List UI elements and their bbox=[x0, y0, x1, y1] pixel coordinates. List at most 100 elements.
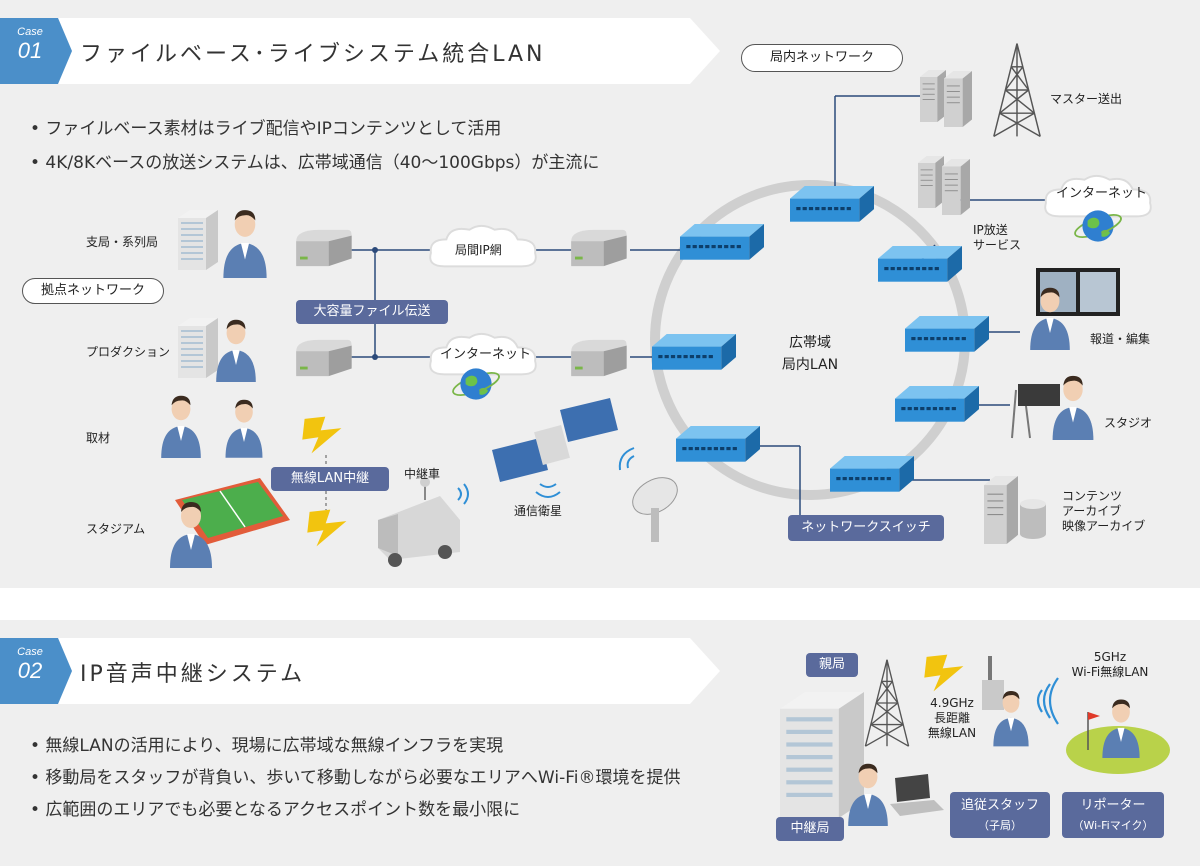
case2-bullet-1: • 無線LANの活用により、現場に広帯域な無線インフラを実現 bbox=[30, 736, 504, 756]
label-master: マスター送出 bbox=[1050, 92, 1123, 106]
label-news: 取材 bbox=[86, 431, 111, 445]
broadcast-tower-icon bbox=[993, 42, 1041, 138]
person-icon bbox=[161, 395, 201, 458]
label-wifi: 5GHz Wi-Fi無線LAN bbox=[1058, 650, 1162, 680]
label-ring: 広帯域 局内LAN bbox=[780, 332, 840, 376]
backpack-antenna-icon bbox=[982, 656, 1004, 710]
person-icon bbox=[225, 399, 263, 458]
label-satellite: 通信衛星 bbox=[514, 504, 563, 518]
pill-reporter: リポーター （Wi-Fiマイク） bbox=[1062, 792, 1164, 838]
case1-title: ファイルベース･ライブシステム統合LAN bbox=[80, 42, 546, 67]
label-wifi-line1: 5GHz bbox=[1093, 650, 1127, 664]
building-icon bbox=[178, 210, 218, 270]
network-switch-icon bbox=[652, 334, 736, 370]
case2-banner-shape bbox=[0, 638, 720, 704]
case1-banner: Case 01 ファイルベース･ライブシステム統合LAN bbox=[0, 18, 720, 84]
relay-car-icon bbox=[378, 477, 460, 567]
wireless-waves-icon bbox=[535, 447, 635, 498]
label-ring-line2: 局内LAN bbox=[781, 357, 839, 373]
wireless-waves-icon bbox=[457, 483, 469, 505]
label-ghz-line1: 4.9GHz bbox=[930, 696, 974, 710]
label-archive: コンテンツ アーカイブ 映像アーカイブ bbox=[1062, 489, 1145, 534]
satellite-icon bbox=[492, 398, 618, 482]
case2-banner: Case 02 IP音声中継システム bbox=[0, 638, 720, 704]
case2-tag: Case 02 bbox=[8, 646, 52, 684]
label-studio: スタジオ bbox=[1104, 416, 1153, 430]
antenna-tower-icon bbox=[864, 658, 910, 748]
pill-wireless-lan-relay: 無線LAN中継 bbox=[271, 467, 389, 491]
label-ghz-line2: 長距離 bbox=[933, 711, 970, 725]
case2-case-number: 02 bbox=[17, 658, 43, 683]
label-base-network: 拠点ネットワーク bbox=[22, 278, 164, 304]
flag-icon bbox=[1088, 712, 1100, 720]
label-internet-mid: インターネット bbox=[440, 347, 532, 362]
label-internet-right: インターネット bbox=[1056, 186, 1148, 201]
case1-case-number: 01 bbox=[17, 38, 43, 63]
pill-reporter-line2: （Wi-Fiマイク） bbox=[1072, 819, 1154, 832]
router-icon bbox=[571, 229, 627, 267]
label-archive-line3: 映像アーカイブ bbox=[1062, 519, 1146, 533]
lightning-icon bbox=[302, 416, 342, 454]
label-branch: 支局・系列局 bbox=[86, 235, 159, 249]
case2-title: IP音声中継システム bbox=[80, 662, 306, 687]
wireless-waves-icon bbox=[1036, 677, 1059, 725]
network-switch-icon bbox=[895, 386, 979, 422]
person-icon bbox=[223, 210, 267, 278]
pill-reporter-line1: リポーター bbox=[1080, 798, 1146, 813]
building-icon bbox=[780, 692, 864, 818]
pill-parent-station: 親局 bbox=[806, 653, 858, 677]
label-relay-car: 中継車 bbox=[404, 467, 441, 481]
camera-icon bbox=[1011, 384, 1060, 439]
network-switch-icon bbox=[878, 246, 962, 282]
pill-relay-station: 中継局 bbox=[776, 817, 844, 841]
label-production: プロダクション bbox=[86, 345, 171, 359]
router-icon bbox=[296, 229, 352, 267]
laptop-icon bbox=[890, 774, 944, 816]
router-icon bbox=[296, 339, 352, 377]
pill-network-switch: ネットワークスイッチ bbox=[788, 515, 944, 541]
database-icon bbox=[1020, 499, 1046, 539]
label-ip-broadcast: IP放送 サービス bbox=[973, 223, 1021, 253]
network-switch-icon bbox=[676, 426, 760, 462]
label-interoffice-ip: 局間IP網 bbox=[455, 243, 502, 257]
case2-bullets: • 無線LANの活用により、現場に広帯域な無線インフラを実現 • 移動局をスタッ… bbox=[30, 730, 680, 826]
label-archive-line2: アーカイブ bbox=[1062, 504, 1122, 518]
case1-bullet-1: • ファイルベース素材はライブ配信やIPコンテンツとして活用 bbox=[30, 119, 502, 139]
label-internal-network: 局内ネットワーク bbox=[741, 44, 903, 72]
person-icon bbox=[216, 319, 256, 382]
case1-case-word: Case bbox=[17, 26, 43, 38]
case1-tag: Case 01 bbox=[8, 26, 52, 64]
lightning-icon bbox=[924, 654, 964, 692]
pill-follow-staff-line1: 追従スタッフ bbox=[960, 798, 1039, 813]
satellite-dish-icon bbox=[632, 477, 678, 542]
label-ip-broadcast-line1: IP放送 bbox=[973, 223, 1008, 237]
case1-bullet-2: • 4K/8Kベースの放送システムは、広帯域通信（40～100Gbps）が主流に bbox=[30, 153, 600, 173]
network-switch-icon bbox=[830, 456, 914, 492]
label-wifi-line2: Wi-Fi無線LAN bbox=[1071, 665, 1149, 679]
router-icon bbox=[571, 339, 627, 377]
label-ring-line1: 広帯域 bbox=[789, 335, 831, 351]
case2-bullet-3: • 広範囲のエリアでも必要となるアクセスポイント数を最小限に bbox=[30, 800, 521, 820]
case1-bullets: • ファイルベース素材はライブ配信やIPコンテンツとして活用 • 4K/8Kベー… bbox=[30, 112, 599, 180]
lightning-icon bbox=[307, 509, 347, 547]
building-icon bbox=[178, 318, 218, 378]
server-icon bbox=[942, 158, 970, 216]
case1-banner-shape bbox=[0, 18, 720, 84]
network-switch-icon bbox=[680, 224, 764, 260]
label-ghz-line3: 無線LAN bbox=[927, 726, 977, 740]
label-ip-broadcast-line2: サービス bbox=[973, 238, 1022, 252]
case2-bullet-2: • 移動局をスタッフが背負い、歩いて移動しながら必要なエリアへWi-Fi®環境を… bbox=[30, 768, 681, 788]
pill-large-file-transfer: 大容量ファイル伝送 bbox=[296, 300, 448, 324]
network-switch-icon bbox=[790, 186, 874, 222]
pill-follow-staff-line2: （子局） bbox=[978, 819, 1022, 832]
server-icon bbox=[918, 155, 944, 209]
network-switch-icon bbox=[905, 316, 989, 352]
server-icon bbox=[920, 69, 946, 123]
label-ghz: 4.9GHz 長距離 無線LAN bbox=[922, 696, 982, 741]
case2-case-word: Case bbox=[17, 646, 43, 658]
stadium-icon bbox=[175, 478, 290, 545]
label-news-edit: 報道・編集 bbox=[1090, 332, 1151, 346]
label-stadium: スタジアム bbox=[86, 522, 146, 536]
server-icon bbox=[984, 475, 1018, 545]
